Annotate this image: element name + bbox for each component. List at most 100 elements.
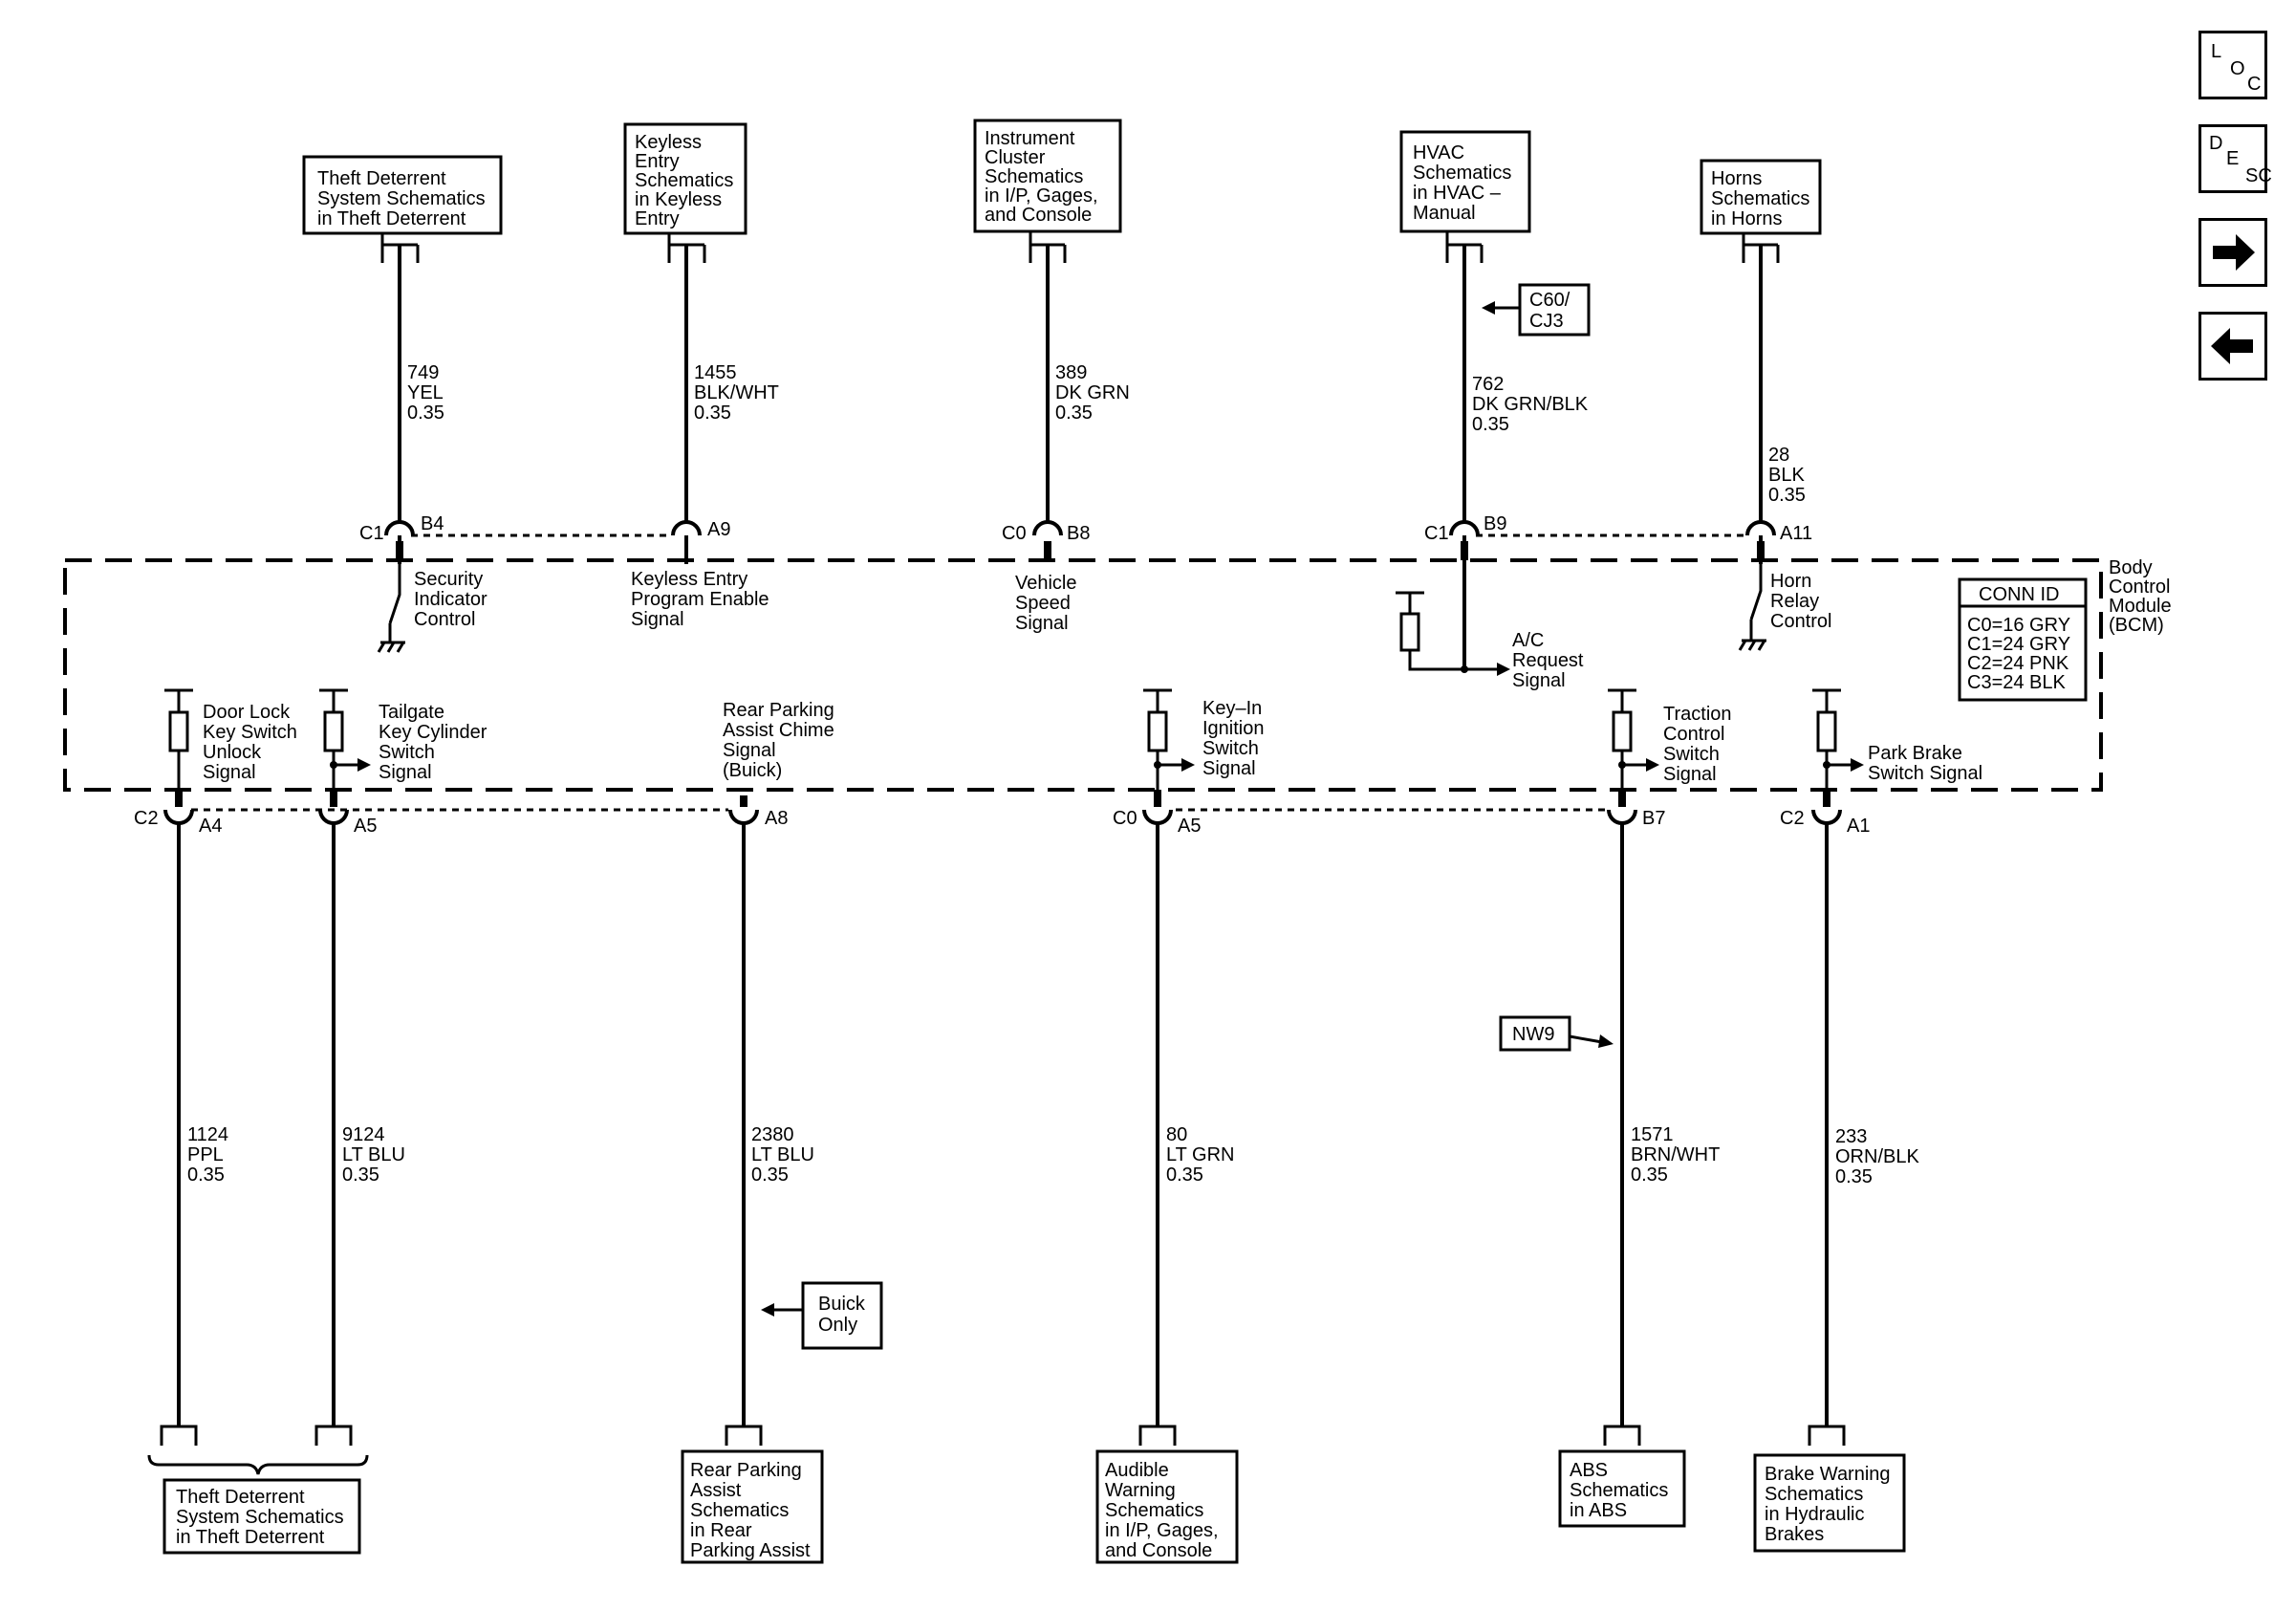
loc-letter: O bbox=[2230, 58, 2245, 79]
svg-text:0.35: 0.35 bbox=[187, 1165, 225, 1186]
desc-button[interactable]: D E SC bbox=[2199, 124, 2272, 193]
svg-text:C2: C2 bbox=[1780, 808, 1805, 829]
pullup-park-brake bbox=[1812, 688, 1841, 795]
svg-text:B8: B8 bbox=[1067, 523, 1090, 544]
svg-text:Horn: Horn bbox=[1770, 571, 1811, 592]
next-page-button[interactable] bbox=[2199, 218, 2267, 287]
svg-text:Relay: Relay bbox=[1770, 591, 1819, 612]
ref-box-theft-deterrent-top[interactable] bbox=[302, 155, 503, 235]
svg-text:Control: Control bbox=[1663, 724, 1724, 745]
svg-text:ORN/BLK: ORN/BLK bbox=[1835, 1146, 1919, 1167]
pullup-key-in bbox=[1143, 688, 1172, 795]
svg-text:Switch: Switch bbox=[1202, 738, 1259, 759]
svg-text:Ignition: Ignition bbox=[1202, 718, 1265, 739]
ref-box-brake-warning[interactable] bbox=[1753, 1453, 1906, 1553]
option-box-nw9 bbox=[1499, 1015, 1571, 1052]
ref-box-theft-deterrent-bottom[interactable] bbox=[162, 1478, 361, 1555]
circuit-28-horn-relay: Horns Schematics in Horns 28 BLK 0.35 A1… bbox=[1700, 159, 1831, 651]
svg-text:Schematics: Schematics bbox=[1765, 1484, 1863, 1505]
svg-text:389: 389 bbox=[1055, 362, 1087, 383]
svg-text:Cluster: Cluster bbox=[985, 147, 1046, 168]
svg-text:Switch: Switch bbox=[1663, 744, 1720, 765]
wire-label-9124: 9124 LT BLU 0.35 bbox=[342, 1124, 405, 1186]
svg-text:YEL: YEL bbox=[407, 382, 444, 403]
svg-text:CONN ID: CONN ID bbox=[1979, 584, 2059, 605]
svg-text:A1: A1 bbox=[1847, 816, 1870, 837]
svg-text:Door Lock: Door Lock bbox=[203, 702, 291, 723]
svg-text:1455: 1455 bbox=[694, 362, 737, 383]
ref-box-horns[interactable] bbox=[1700, 159, 1822, 235]
svg-text:Schematics: Schematics bbox=[985, 166, 1083, 187]
svg-text:NW9: NW9 bbox=[1512, 1024, 1554, 1045]
function-security-indicator: Security Indicator Control bbox=[414, 569, 487, 630]
svg-text:Switch Signal: Switch Signal bbox=[1868, 763, 1982, 784]
svg-text:System Schematics: System Schematics bbox=[176, 1507, 344, 1528]
ref-box-abs[interactable] bbox=[1558, 1449, 1686, 1528]
circuit-749-security-indicator: Theft Deterrent System Schematics in The… bbox=[302, 155, 503, 653]
svg-text:Manual: Manual bbox=[1413, 203, 1476, 224]
wire-label-389: 389 DK GRN 0.35 bbox=[1055, 362, 1130, 424]
circuit-1124-door-lock: Door Lock Key Switch Unlock Signal C2 A4… bbox=[134, 688, 297, 1446]
svg-text:0.35: 0.35 bbox=[1631, 1165, 1668, 1186]
svg-text:Key Cylinder: Key Cylinder bbox=[379, 722, 487, 743]
svg-text:Schematics: Schematics bbox=[635, 170, 733, 191]
svg-text:A11: A11 bbox=[1780, 523, 1812, 544]
svg-text:in ABS: in ABS bbox=[1570, 1500, 1627, 1521]
pin-c0-a5 bbox=[1142, 809, 1173, 825]
ref-box-audible-warning[interactable] bbox=[1095, 1449, 1239, 1564]
svg-text:Keyless Entry: Keyless Entry bbox=[631, 569, 747, 590]
svg-text:9124: 9124 bbox=[342, 1124, 385, 1145]
svg-text:A4: A4 bbox=[199, 816, 222, 837]
bcm-module-outline bbox=[63, 558, 2103, 792]
function-rear-parking-chime: Rear Parking Assist Chime Signal (Buick) bbox=[723, 700, 834, 781]
svg-text:0.35: 0.35 bbox=[1055, 403, 1093, 424]
right-arrow-icon bbox=[2213, 234, 2255, 271]
svg-text:A/C: A/C bbox=[1512, 630, 1544, 651]
loc-button[interactable]: L O C bbox=[2199, 31, 2267, 99]
ref-box-instrument-cluster[interactable] bbox=[973, 119, 1122, 233]
svg-text:1571: 1571 bbox=[1631, 1124, 1674, 1145]
svg-text:Theft Deterrent: Theft Deterrent bbox=[176, 1487, 305, 1508]
svg-text:in Keyless: in Keyless bbox=[635, 189, 722, 210]
wire-label-1571: 1571 BRN/WHT 0.35 bbox=[1631, 1124, 1720, 1186]
svg-text:749: 749 bbox=[407, 362, 439, 383]
function-door-lock: Door Lock Key Switch Unlock Signal bbox=[203, 702, 297, 783]
svg-text:Signal: Signal bbox=[1663, 764, 1717, 785]
previous-page-button[interactable] bbox=[2199, 312, 2267, 381]
circuit-80-key-in-ignition: Key–In Ignition Switch Signal C0 A5 80 L… bbox=[1095, 688, 1265, 1564]
switch-security bbox=[377, 564, 405, 653]
svg-text:C0: C0 bbox=[1113, 808, 1137, 829]
loc-letter: L bbox=[2211, 41, 2222, 62]
svg-text:Program Enable: Program Enable bbox=[631, 589, 769, 610]
svg-text:in Theft Deterrent: in Theft Deterrent bbox=[317, 208, 466, 229]
svg-text:Buick: Buick bbox=[818, 1294, 866, 1315]
svg-text:and Console: and Console bbox=[1105, 1540, 1212, 1561]
svg-text:Schematics: Schematics bbox=[1570, 1480, 1668, 1501]
svg-text:in Theft Deterrent: in Theft Deterrent bbox=[176, 1527, 325, 1548]
svg-text:BLK: BLK bbox=[1768, 465, 1805, 486]
svg-text:PPL: PPL bbox=[187, 1144, 224, 1165]
svg-text:DK GRN: DK GRN bbox=[1055, 382, 1130, 403]
svg-text:Tailgate: Tailgate bbox=[379, 702, 444, 723]
svg-text:0.35: 0.35 bbox=[1768, 485, 1806, 506]
svg-text:0.35: 0.35 bbox=[1835, 1166, 1873, 1187]
svg-text:Brake Warning: Brake Warning bbox=[1765, 1464, 1891, 1485]
ref-box-rear-parking-assist[interactable] bbox=[681, 1449, 824, 1564]
ref-box-hvac[interactable] bbox=[1399, 130, 1531, 233]
svg-text:System Schematics: System Schematics bbox=[317, 188, 486, 209]
circuit-2380-rear-parking: Rear Parking Assist Chime Signal (Buick)… bbox=[681, 700, 883, 1564]
svg-text:B4: B4 bbox=[421, 513, 444, 534]
wire-label-1124: 1124 PPL 0.35 bbox=[187, 1124, 228, 1186]
desc-letter: E bbox=[2226, 148, 2240, 169]
svg-text:A5: A5 bbox=[1178, 816, 1201, 837]
svg-text:Control: Control bbox=[1770, 611, 1831, 632]
svg-text:A9: A9 bbox=[707, 519, 730, 540]
svg-text:Signal: Signal bbox=[203, 762, 256, 783]
svg-text:C3=24 BLK: C3=24 BLK bbox=[1967, 672, 2067, 693]
ref-box-keyless-entry[interactable] bbox=[623, 122, 747, 235]
bracket bbox=[147, 1454, 369, 1475]
svg-text:LT GRN: LT GRN bbox=[1166, 1144, 1235, 1165]
svg-text:Signal: Signal bbox=[1512, 670, 1566, 691]
svg-text:Warning: Warning bbox=[1105, 1480, 1176, 1501]
svg-text:Schematics: Schematics bbox=[1413, 163, 1511, 184]
